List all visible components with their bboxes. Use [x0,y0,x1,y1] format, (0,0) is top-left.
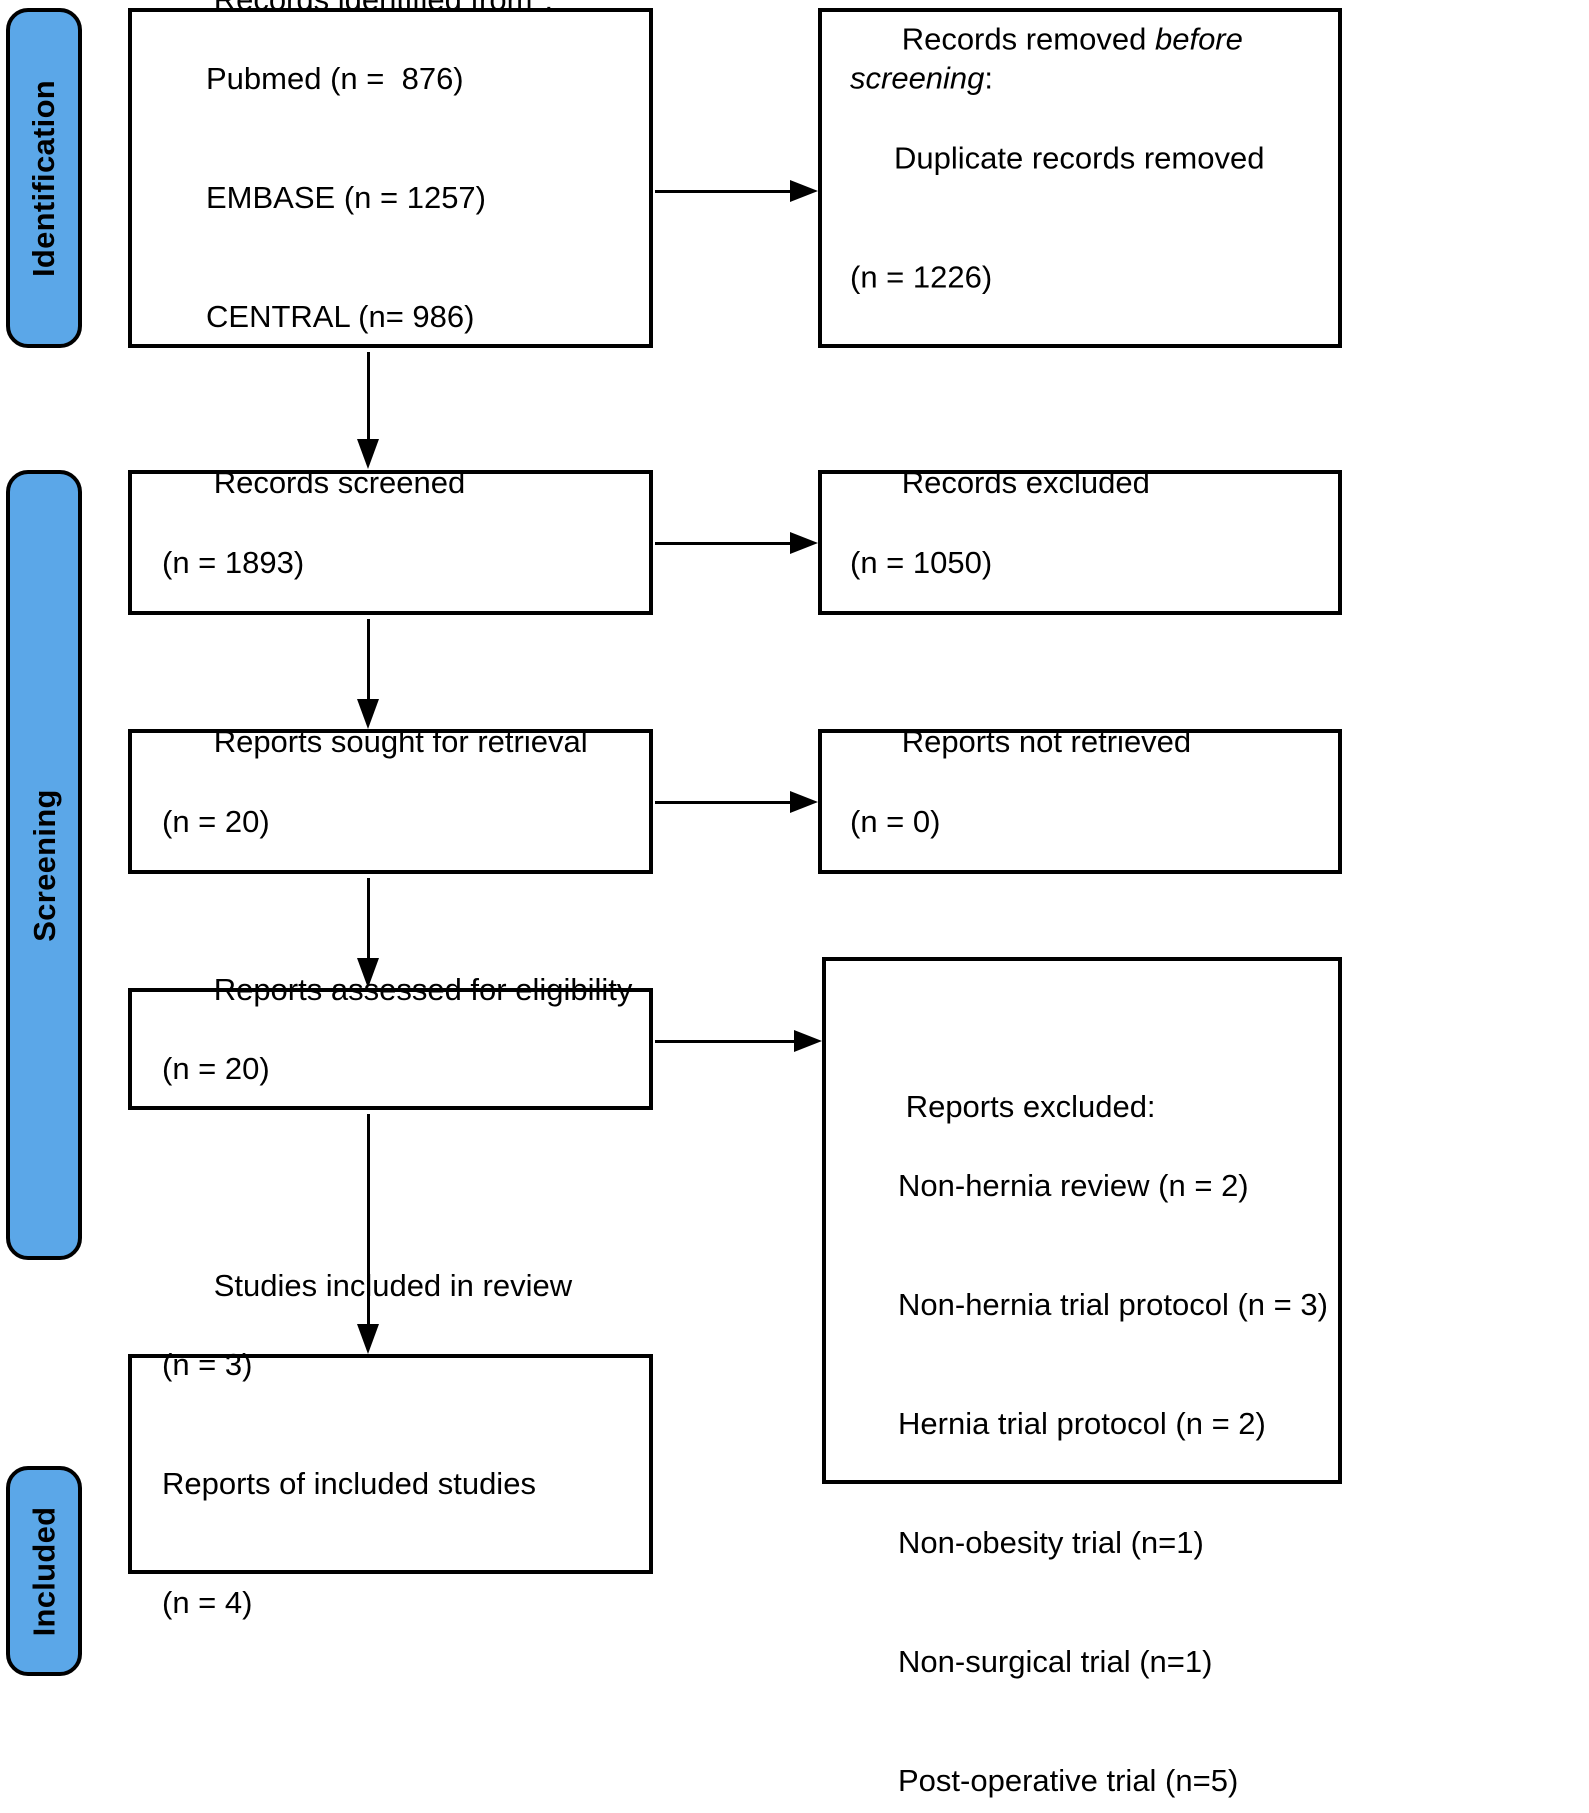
box-reports-not-retrieved: Reports not retrieved (n = 0) [818,724,1342,874]
records-removed-title-plain: Records removed [901,21,1155,57]
stage-label-identification: Identification [6,8,82,348]
box-records-excluded-content: Records excluded (n = 1050) [850,423,1328,661]
records-screened-title: Records screened [213,465,466,501]
records-removed-duplicate-line: Duplicate records removed [894,140,1265,176]
reports-excluded-reason-5: Non-surgical trial (n=1) [898,1644,1213,1680]
box-studies-included-in-review: Studies included in review (n = 3) Repor… [128,1268,653,1620]
box-records-screened: Records screened (n = 1893) [128,465,653,615]
box-reports-excluded: Reports excluded: Non-hernia review (n =… [822,957,1342,1798]
reports-not-retrieved-count: (n = 0) [850,803,941,839]
stage-label-screening-text: Screening [26,788,62,942]
records-identified-source-central: CENTRAL (n= 986) [206,299,475,335]
records-excluded-title: Records excluded [901,465,1150,501]
reports-of-included-studies-count: (n = 4) [162,1585,253,1621]
box-records-screened-content: Records screened (n = 1893) [162,423,637,661]
reports-excluded-reason-2: Non-hernia trial protocol (n = 3) [898,1287,1328,1323]
reports-assessed-title: Reports assessed for eligibility [213,971,633,1007]
box-studies-included-content: Studies included in review (n = 3) Repor… [162,1226,637,1702]
reports-assessed-count: (n = 20) [162,1051,270,1086]
reports-sought-count: (n = 20) [162,803,270,839]
box-reports-sought-content: Reports sought for retrieval (n = 20) [162,682,637,920]
records-removed-count: (n = 1226) [850,259,993,295]
reports-sought-title: Reports sought for retrieval [213,724,588,760]
reports-excluded-reason-6: Post-operative trial (n=5) [898,1763,1239,1799]
reports-excluded-reason-4: Non-obesity trial (n=1) [898,1525,1204,1561]
box-reports-assessed-for-eligibility: Reports assessed for eligibility (n = 20… [128,972,653,1110]
reports-of-included-studies-label: Reports of included studies [162,1466,536,1501]
box-reports-not-retrieved-content: Reports not retrieved (n = 0) [850,682,1328,920]
reports-excluded-reason-3: Hernia trial protocol (n = 2) [898,1406,1266,1442]
studies-included-count: (n = 3) [162,1346,253,1382]
stage-label-included-text: Included [26,1506,62,1636]
box-records-removed-content: Records removed before screening: Duplic… [850,0,1328,376]
box-reports-assessed-content: Reports assessed for eligibility (n = 20… [162,930,637,1168]
records-identified-title: Records identified from*: [214,0,553,17]
box-reports-sought-for-retrieval: Reports sought for retrieval (n = 20) [128,724,653,874]
stage-label-screening: Screening [6,470,82,1260]
records-excluded-count: (n = 1050) [850,544,993,580]
reports-excluded-reason-1: Non-hernia review (n = 2) [898,1168,1249,1204]
stage-label-included: Included [6,1466,82,1676]
records-removed-title-suffix: : [984,60,994,96]
box-records-identified: Records identified from*: Pubmed (n = 87… [128,0,653,348]
records-screened-count: (n = 1893) [162,544,305,580]
records-identified-source-embase: EMBASE (n = 1257) [206,180,486,215]
reports-not-retrieved-title: Reports not retrieved [901,724,1192,760]
box-records-identified-content: Records identified from*: Pubmed (n = 87… [162,0,637,416]
records-removed-title-italic: before screening [850,21,1252,96]
box-records-excluded: Records excluded (n = 1050) [818,465,1342,615]
reports-excluded-title: Reports excluded: [905,1088,1156,1124]
box-reports-excluded-content: Reports excluded: Non-hernia review (n =… [854,1047,1330,1813]
records-identified-source-pubmed: Pubmed (n = 876) [206,60,464,96]
stage-label-identification-text: Identification [26,79,62,277]
box-records-removed-before-screening: Records removed before screening: Duplic… [818,8,1342,348]
studies-included-line-1: Studies included in review [213,1267,573,1303]
